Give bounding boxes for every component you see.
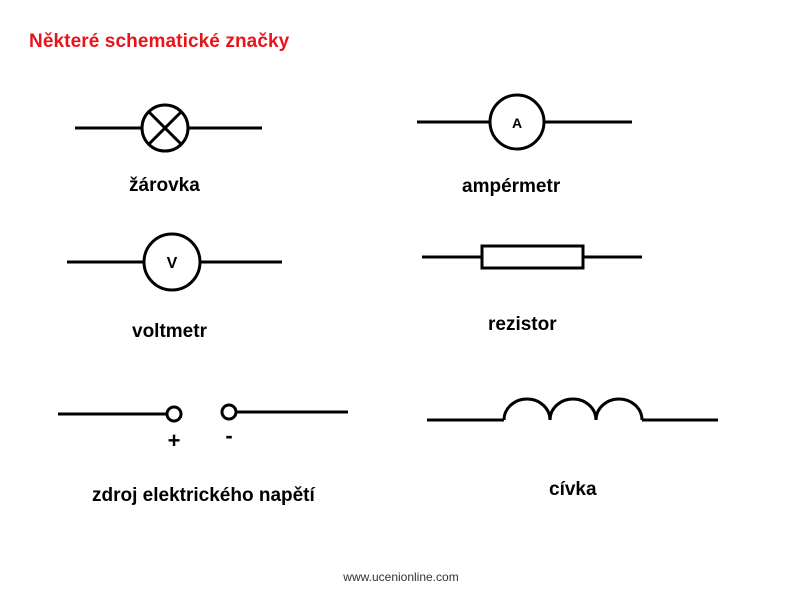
voltmeter-glyph: V xyxy=(167,255,178,272)
resistor-symbol xyxy=(422,244,642,270)
voltmeter-symbol: V xyxy=(67,232,282,292)
lamp-symbol xyxy=(75,103,262,153)
voltage-source-symbol: + - xyxy=(58,403,348,453)
ammeter-symbol: A xyxy=(417,93,632,151)
coil-symbol xyxy=(427,397,718,422)
ammeter-glyph: A xyxy=(512,115,522,131)
footer-website: www.ucenionline.com xyxy=(343,570,459,584)
coil-label: cívka xyxy=(549,479,597,500)
resistor-label: rezistor xyxy=(488,314,557,335)
voltmeter-label: voltmetr xyxy=(132,321,207,342)
lamp-label: žárovka xyxy=(129,175,200,196)
minus-terminal-sign: - xyxy=(225,423,232,448)
voltage-source-label: zdroj elektrického napětí xyxy=(92,485,315,506)
ammeter-label: ampérmetr xyxy=(462,176,561,197)
plus-terminal-sign: + xyxy=(168,428,181,453)
page-title: Některé schematické značky xyxy=(29,31,290,52)
